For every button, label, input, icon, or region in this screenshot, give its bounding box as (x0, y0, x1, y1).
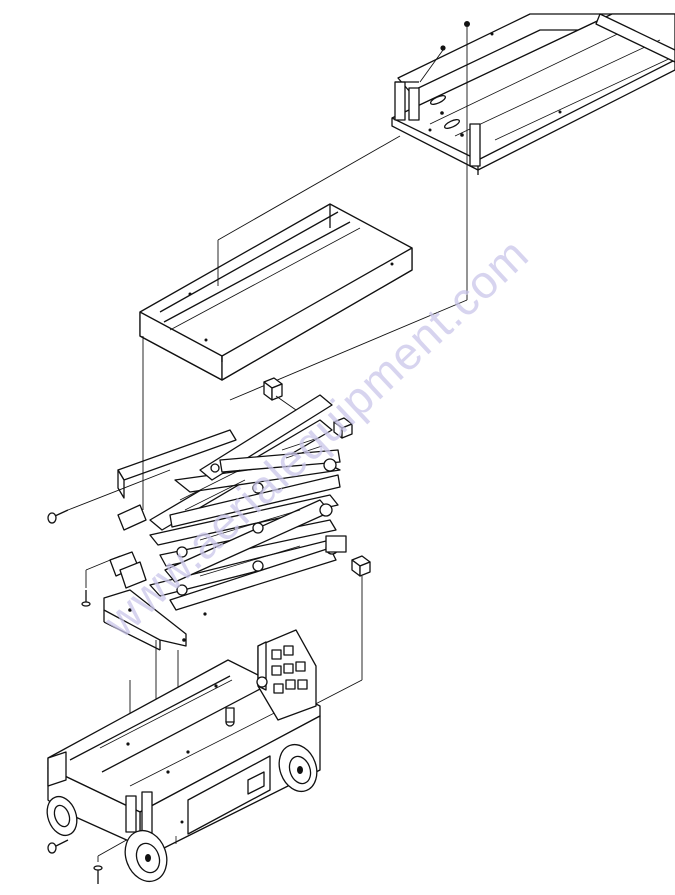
wear-pad-upper-right (333, 417, 353, 439)
pin-bolt-middle (47, 469, 171, 524)
pin-bolt-lower-left (81, 555, 121, 607)
chassis (47, 659, 321, 851)
scissor-stack (109, 394, 347, 611)
control-box (256, 629, 317, 721)
rear-wheel (46, 743, 318, 837)
extension-deck (139, 203, 413, 381)
front-wheel (124, 829, 168, 883)
slide-block-assembly (103, 589, 207, 651)
wear-pad-upper-left (263, 377, 297, 411)
pin-bolt-lower-bottom (47, 837, 131, 884)
platform-deck (391, 13, 675, 175)
pin-bolt-upper (419, 21, 470, 83)
